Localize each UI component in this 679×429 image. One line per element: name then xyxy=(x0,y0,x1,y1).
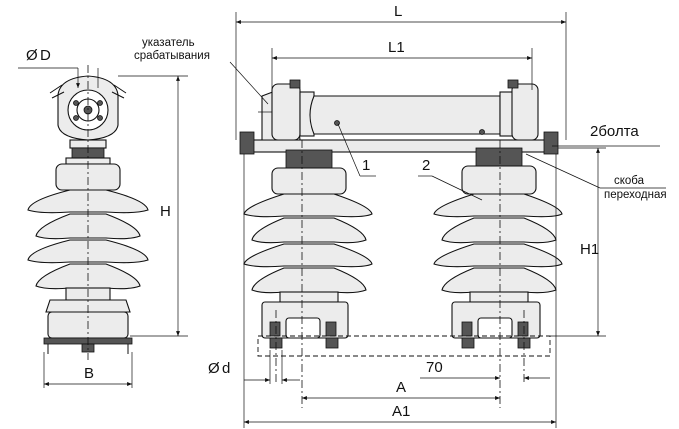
bracket-label-line2: переходная xyxy=(604,189,667,201)
dim-L1-label: L1 xyxy=(388,39,405,56)
indicator-label-line1: указатель xyxy=(142,37,195,49)
dim-H1-label: H1 xyxy=(580,241,599,258)
dim-D-label: D xyxy=(40,47,51,64)
fuse-cartridge xyxy=(258,79,539,141)
dim-d-label: d xyxy=(222,360,230,377)
insulator-left xyxy=(243,149,373,339)
bracket-label-line1: скоба xyxy=(614,175,645,187)
dim-L-label: L xyxy=(394,3,402,20)
part-2-label: 2 xyxy=(422,157,430,174)
dim-70-label: 70 xyxy=(426,359,443,376)
dim-A-label: A xyxy=(396,379,406,396)
bolts-label: 2болта xyxy=(590,123,639,140)
dim-A1-label: A1 xyxy=(392,403,410,420)
diameter-symbol-D: Ø xyxy=(26,47,38,64)
dim-H-label: H xyxy=(160,203,171,220)
insulator-right xyxy=(433,147,563,339)
diameter-symbol-d: Ø xyxy=(208,360,220,377)
front-view: L L1 указатель срабатывания 1 2 2болта с… xyxy=(134,3,667,428)
part-1-label: 1 xyxy=(362,157,370,174)
base-frame xyxy=(257,335,551,357)
side-view: Ø D H B xyxy=(18,47,188,388)
indicator-label-line2: срабатывания xyxy=(134,50,210,62)
dim-B-label: B xyxy=(84,365,94,382)
